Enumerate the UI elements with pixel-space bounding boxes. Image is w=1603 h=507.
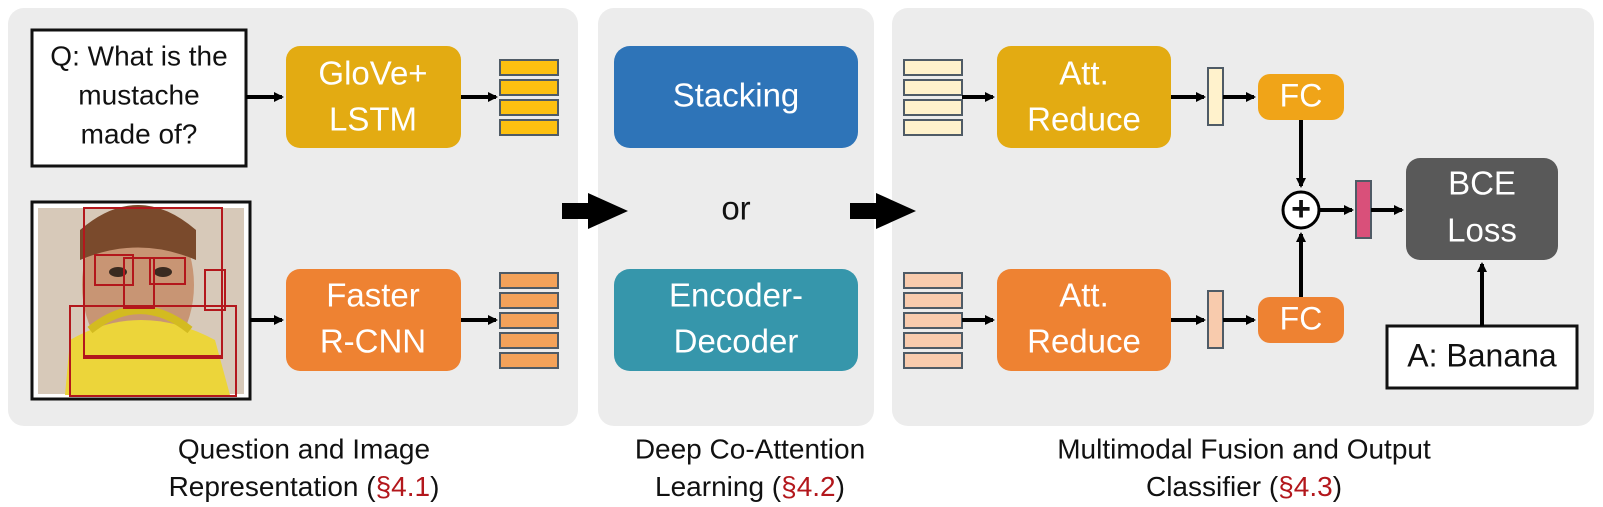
sum-symbol: +	[1291, 190, 1311, 228]
faster-rcnn-block	[286, 269, 461, 371]
answer-box	[1385, 324, 1579, 390]
caption-section1-line2: Representation (§4.1)	[169, 471, 440, 502]
attended-question-features	[903, 59, 963, 136]
question-line-1: Q: What is the	[50, 40, 227, 71]
bce-loss-block	[1406, 158, 1558, 260]
att-reduce-top-label-2: Reduce	[1027, 101, 1141, 138]
section-ref-4-2: §4.2	[781, 471, 836, 502]
bce-loss-label-2: Loss	[1447, 212, 1517, 249]
question-feature-stack	[499, 59, 559, 136]
fc-bottom-label: FC	[1280, 300, 1323, 336]
bce-loss-label-1: BCE	[1448, 165, 1516, 202]
caption-section2-line2: Learning (§4.2)	[655, 471, 845, 502]
att-reduce-bottom-label-2: Reduce	[1027, 323, 1141, 360]
encoder-decoder-label-2: Decoder	[674, 323, 799, 360]
answer-label: A: Banana	[1407, 337, 1557, 373]
faster-rcnn-label-1: Faster	[326, 277, 420, 314]
att-reduce-top-block	[997, 46, 1171, 148]
caption-section1-line1: Question and Image	[178, 433, 430, 464]
fc-bottom-block	[1258, 297, 1344, 343]
section-ref-4-3: §4.3	[1278, 471, 1333, 502]
arrow-to-co-attention	[562, 193, 628, 229]
section-ref-4-1: §4.1	[376, 471, 431, 502]
question-line-3: made of?	[81, 118, 198, 149]
glove-lstm-block	[286, 46, 461, 148]
encoder-decoder-block	[614, 269, 858, 371]
fc-top-block	[1258, 74, 1344, 120]
image-feature-stack	[499, 272, 559, 369]
arrow-to-fusion	[850, 193, 916, 229]
fused-vector	[1355, 180, 1372, 239]
reduced-image-vector	[1207, 290, 1224, 349]
att-reduce-bottom-label-1: Att.	[1059, 277, 1109, 314]
stacking-block	[614, 46, 858, 148]
att-reduce-bottom-block	[997, 269, 1171, 371]
fc-top-label: FC	[1280, 77, 1323, 113]
faster-rcnn-label-2: R-CNN	[320, 323, 426, 360]
encoder-decoder-label-1: Encoder-	[669, 277, 803, 314]
input-image	[30, 200, 252, 401]
question-box	[30, 28, 248, 168]
glove-lstm-label-1: GloVe+	[318, 55, 427, 92]
question-line-2: mustache	[78, 79, 199, 110]
caption-section2-line1: Deep Co-Attention	[635, 433, 865, 464]
caption-section3-line2: Classifier (§4.3)	[1146, 471, 1342, 502]
caption-section3-line1: Multimodal Fusion and Output	[1057, 433, 1431, 464]
att-reduce-top-label-1: Att.	[1059, 55, 1109, 92]
stacking-label: Stacking	[673, 77, 800, 114]
glove-lstm-label-2: LSTM	[329, 101, 417, 138]
attended-image-features	[903, 272, 963, 369]
reduced-question-vector	[1207, 67, 1224, 126]
or-label: or	[721, 190, 750, 227]
